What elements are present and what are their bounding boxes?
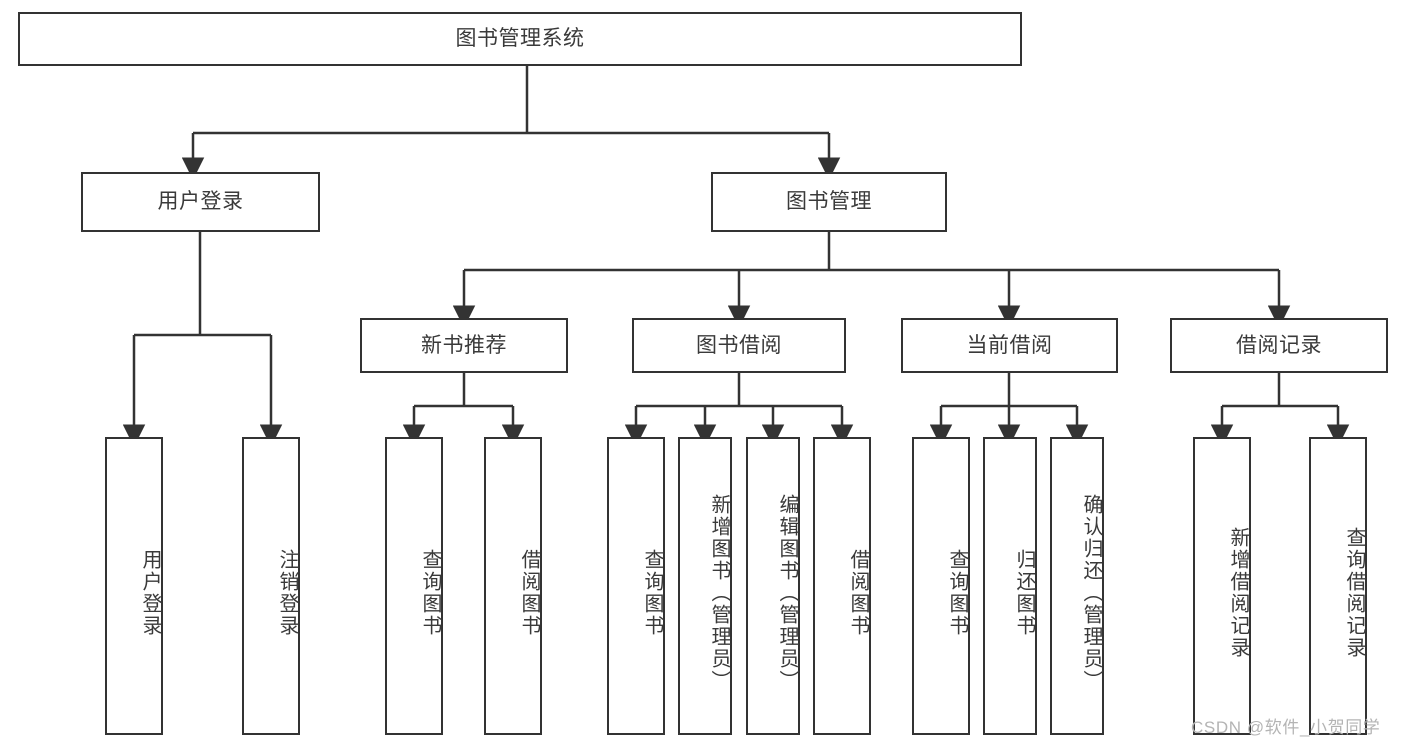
node-leaf-edit-book[interactable]: 编辑图书（管理员） bbox=[746, 437, 800, 735]
node-new-book-rec[interactable]: 新书推荐 bbox=[360, 318, 568, 373]
node-leaf-add-book-label: 新增图书（管理员） bbox=[708, 494, 730, 692]
node-leaf-confirm-return-label: 确认归还（管理员） bbox=[1080, 494, 1102, 692]
node-leaf-confirm-return[interactable]: 确认归还（管理员） bbox=[1050, 437, 1104, 735]
node-root-label: 图书管理系统 bbox=[455, 27, 585, 51]
node-leaf-borrow-book-2-label: 借阅图书 bbox=[847, 549, 869, 637]
node-leaf-add-book[interactable]: 新增图书（管理员） bbox=[678, 437, 732, 735]
node-borrow-record-label: 借阅记录 bbox=[1236, 333, 1322, 357]
node-leaf-query-book-2[interactable]: 查询图书 bbox=[607, 437, 665, 735]
node-user-login-label: 用户登录 bbox=[157, 190, 244, 214]
node-root[interactable]: 图书管理系统 bbox=[18, 12, 1022, 66]
node-leaf-query-record-label: 查询借阅记录 bbox=[1343, 527, 1365, 659]
node-user-login[interactable]: 用户登录 bbox=[81, 172, 320, 232]
node-leaf-return-book[interactable]: 归还图书 bbox=[983, 437, 1037, 735]
node-book-borrow-label: 图书借阅 bbox=[696, 333, 782, 357]
node-leaf-logout-label: 注销登录 bbox=[276, 549, 298, 637]
node-leaf-user-login[interactable]: 用户登录 bbox=[105, 437, 163, 735]
node-leaf-borrow-book-1-label: 借阅图书 bbox=[518, 549, 540, 637]
node-leaf-add-record[interactable]: 新增借阅记录 bbox=[1193, 437, 1251, 735]
node-leaf-query-book-3-label: 查询图书 bbox=[946, 549, 968, 637]
node-book-borrow[interactable]: 图书借阅 bbox=[632, 318, 846, 373]
node-leaf-query-book-3[interactable]: 查询图书 bbox=[912, 437, 970, 735]
node-leaf-query-book-2-label: 查询图书 bbox=[641, 549, 663, 637]
node-leaf-query-book-1-label: 查询图书 bbox=[419, 549, 441, 637]
node-leaf-user-login-label: 用户登录 bbox=[139, 549, 161, 637]
node-borrow-record[interactable]: 借阅记录 bbox=[1170, 318, 1388, 373]
node-current-borrow[interactable]: 当前借阅 bbox=[901, 318, 1118, 373]
node-new-book-rec-label: 新书推荐 bbox=[421, 333, 507, 357]
node-leaf-logout[interactable]: 注销登录 bbox=[242, 437, 300, 735]
node-book-manage[interactable]: 图书管理 bbox=[711, 172, 947, 232]
node-leaf-borrow-book-1[interactable]: 借阅图书 bbox=[484, 437, 542, 735]
csdn-watermark: CSDN @软件_小贺同学 bbox=[1191, 718, 1381, 737]
node-leaf-return-book-label: 归还图书 bbox=[1013, 549, 1035, 637]
node-book-manage-label: 图书管理 bbox=[786, 190, 872, 214]
node-leaf-add-record-label: 新增借阅记录 bbox=[1227, 527, 1249, 659]
node-current-borrow-label: 当前借阅 bbox=[966, 333, 1053, 357]
node-leaf-edit-book-label: 编辑图书（管理员） bbox=[776, 494, 798, 692]
node-leaf-borrow-book-2[interactable]: 借阅图书 bbox=[813, 437, 871, 735]
node-leaf-query-book-1[interactable]: 查询图书 bbox=[385, 437, 443, 735]
node-leaf-query-record[interactable]: 查询借阅记录 bbox=[1309, 437, 1367, 735]
